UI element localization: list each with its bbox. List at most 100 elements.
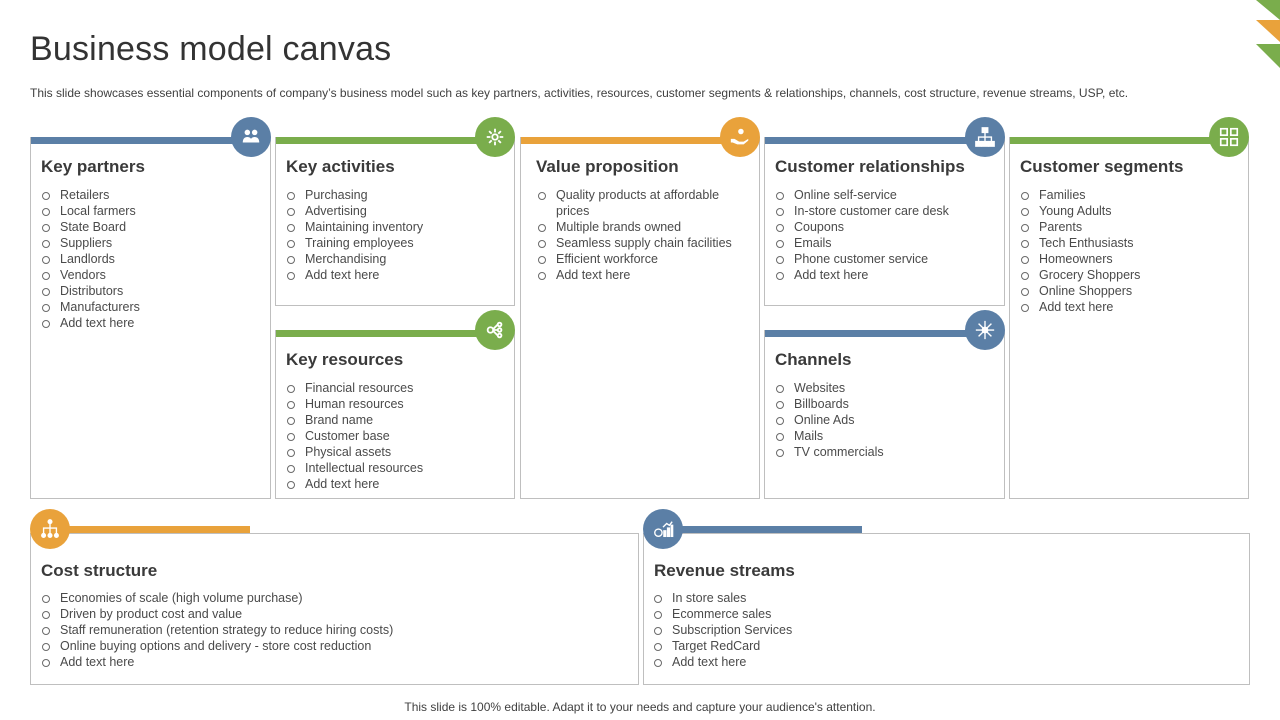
- list-item: Local farmers: [41, 203, 266, 219]
- key-activities-bar: [276, 137, 486, 144]
- key-partners-bar: [31, 137, 241, 144]
- list-item: Vendors: [41, 267, 266, 283]
- key-resources-heading: Key resources: [286, 350, 404, 369]
- list-item: Financial resources: [286, 380, 511, 396]
- key-partners-heading: Key partners: [41, 157, 145, 176]
- list-item: Multiple brands owned: [537, 219, 742, 235]
- key-activities-heading: Key activities: [286, 157, 395, 176]
- list-item: Billboards: [775, 396, 1000, 412]
- list-item: Driven by product cost and value: [41, 606, 631, 622]
- partners-icon: [231, 117, 271, 157]
- value-proposition-bar: [521, 137, 731, 144]
- list-item: Mails: [775, 428, 1000, 444]
- list-item: Customer base: [286, 428, 511, 444]
- list-item: Add text here: [537, 267, 742, 283]
- list-item: Subscription Services: [653, 622, 1243, 638]
- list-item: Websites: [775, 380, 1000, 396]
- list-item: Purchasing: [286, 187, 511, 203]
- list-item: Human resources: [286, 396, 511, 412]
- list-item: Merchandising: [286, 251, 511, 267]
- list-item: Add text here: [775, 267, 1000, 283]
- list-item: TV commercials: [775, 444, 1000, 460]
- list-item: Brand name: [286, 412, 511, 428]
- list-item: Economies of scale (high volume purchase…: [41, 590, 631, 606]
- corner-decoration: [1256, 0, 1280, 68]
- list-item: Quality products at affordable prices: [537, 187, 742, 219]
- cost-structure-block: Cost structure Economies of scale (high …: [30, 533, 639, 685]
- value-proposition-heading: Value proposition: [536, 157, 679, 176]
- list-item: Landlords: [41, 251, 266, 267]
- list-item: Add text here: [286, 267, 511, 283]
- list-item: Homeowners: [1020, 251, 1245, 267]
- list-item: Online self-service: [775, 187, 1000, 203]
- revenue-streams-bar: [681, 526, 862, 533]
- resources-icon: [475, 310, 515, 350]
- list-item: In store sales: [653, 590, 1243, 606]
- list-item: Grocery Shoppers: [1020, 267, 1245, 283]
- list-item: Parents: [1020, 219, 1245, 235]
- list-item: Emails: [775, 235, 1000, 251]
- network-icon: [965, 310, 1005, 350]
- channels-heading: Channels: [775, 350, 852, 369]
- list-item: Suppliers: [41, 235, 266, 251]
- list-item: State Board: [41, 219, 266, 235]
- activities-icon: [475, 117, 515, 157]
- cost-structure-heading: Cost structure: [41, 561, 158, 580]
- key-resources-bar: [276, 330, 486, 337]
- list-item: Online Ads: [775, 412, 1000, 428]
- hand-coin-icon: [720, 117, 760, 157]
- customer-segments-bar: [1010, 137, 1220, 144]
- page-title: Business model canvas: [30, 30, 392, 68]
- revenue-chart-icon: [643, 509, 683, 549]
- list-item: Maintaining inventory: [286, 219, 511, 235]
- list-item: Online buying options and delivery - sto…: [41, 638, 631, 654]
- list-item: Distributors: [41, 283, 266, 299]
- list-item: Add text here: [41, 315, 266, 331]
- customer-relationships-bar: [765, 137, 975, 144]
- list-item: Intellectual resources: [286, 460, 511, 476]
- list-item: Add text here: [41, 654, 631, 670]
- value-proposition-block: Value proposition Quality products at af…: [520, 137, 760, 499]
- revenue-streams-heading: Revenue streams: [654, 561, 795, 580]
- customer-segments-heading: Customer segments: [1020, 157, 1184, 176]
- list-item: Ecommerce sales: [653, 606, 1243, 622]
- list-item: Online Shoppers: [1020, 283, 1245, 299]
- list-item: Seamless supply chain facilities: [537, 235, 742, 251]
- list-item: Young Adults: [1020, 203, 1245, 219]
- cost-structure-bar: [68, 526, 250, 533]
- customer-relationships-block: Customer relationships Online self-servi…: [764, 137, 1005, 306]
- list-item: Coupons: [775, 219, 1000, 235]
- channels-bar: [765, 330, 975, 337]
- list-item: Advertising: [286, 203, 511, 219]
- list-item: In-store customer care desk: [775, 203, 1000, 219]
- cost-structure-list: Economies of scale (high volume purchase…: [41, 590, 631, 670]
- list-item: Add text here: [286, 476, 511, 492]
- list-item: Physical assets: [286, 444, 511, 460]
- list-item: Phone customer service: [775, 251, 1000, 267]
- list-item: Efficient workforce: [537, 251, 742, 267]
- list-item: Retailers: [41, 187, 266, 203]
- list-item: Add text here: [653, 654, 1243, 670]
- customer-relationships-heading: Customer relationships: [775, 157, 965, 176]
- list-item: Manufacturers: [41, 299, 266, 315]
- list-item: Tech Enthusiasts: [1020, 235, 1245, 251]
- segments-icon: [1209, 117, 1249, 157]
- org-chart-icon: [965, 117, 1005, 157]
- list-item: Training employees: [286, 235, 511, 251]
- page-subtitle: This slide showcases essential component…: [30, 86, 1129, 100]
- list-item: Staff remuneration (retention strategy t…: [41, 622, 631, 638]
- list-item: Add text here: [1020, 299, 1245, 315]
